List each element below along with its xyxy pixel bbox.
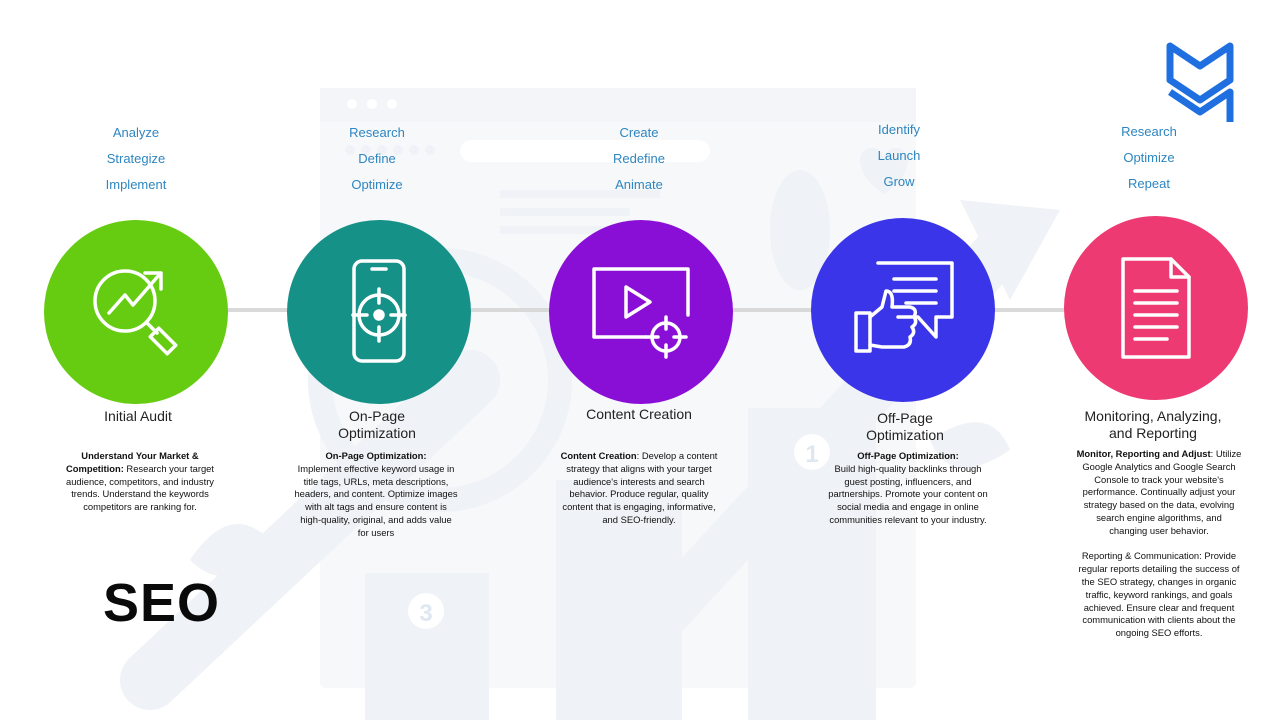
keyword: Redefine bbox=[612, 151, 666, 166]
step-title: Content Creation bbox=[586, 406, 692, 422]
desc-heading: Content Creation bbox=[560, 450, 637, 461]
off-page-circle bbox=[811, 218, 995, 402]
keyword: Strategize bbox=[106, 151, 166, 166]
content-creation-circle bbox=[549, 220, 733, 404]
desc-body: Research your target audience, competito… bbox=[66, 462, 214, 513]
desc-body: Build high-quality backlinks through gue… bbox=[828, 462, 988, 525]
growth-chart-magnifier-icon bbox=[93, 269, 178, 356]
step-description: Content Creation: Develop a content stra… bbox=[556, 450, 722, 527]
desc-body: : Utilize Google Analytics and Google Se… bbox=[1082, 448, 1242, 536]
mobile-target-icon bbox=[351, 259, 407, 363]
step-description: Off-Page Optimization:Build high-quality… bbox=[826, 450, 990, 527]
keyword: Define bbox=[358, 151, 396, 166]
podium-number-3: 3 bbox=[419, 600, 432, 627]
keyword: Animate bbox=[615, 177, 663, 192]
step-title: Off-Page Optimization bbox=[866, 410, 944, 443]
desc-body: Implement effective keyword usage in tit… bbox=[294, 462, 458, 538]
step-description: Monitor, Reporting and Adjust: Utilize G… bbox=[1076, 448, 1242, 640]
keyword: Identify bbox=[878, 122, 920, 137]
slide-title: SEO bbox=[103, 573, 221, 633]
keywords-content-creation: Create Redefine Animate bbox=[559, 120, 719, 198]
keyword: Repeat bbox=[1128, 176, 1170, 191]
step-description: On-Page Optimization:Implement effective… bbox=[294, 450, 458, 540]
keywords-monitoring: Research Optimize Repeat bbox=[1069, 119, 1229, 197]
keyword: Grow bbox=[883, 174, 915, 189]
keyword: Research bbox=[1121, 124, 1177, 139]
document-icon bbox=[1121, 257, 1191, 359]
desc-heading: On-Page Optimization: bbox=[325, 450, 427, 461]
on-page-circle bbox=[287, 220, 471, 404]
step-title: Initial Audit bbox=[104, 408, 172, 424]
step-title: On-Page Optimization bbox=[338, 408, 416, 441]
desc-heading: Understand Your Market & Competition: bbox=[66, 450, 199, 474]
keywords-initial-audit: Analyze Strategize Implement bbox=[56, 120, 216, 198]
desc-heading: Off-Page Optimization: bbox=[857, 450, 959, 461]
keyword: Create bbox=[619, 125, 659, 140]
keyword: Launch bbox=[877, 148, 921, 163]
desc-body: : Develop a content strategy that aligns… bbox=[562, 450, 718, 525]
chat-thumbs-up-icon bbox=[854, 261, 954, 353]
step-title: Monitoring, Analyzing, and Reporting bbox=[1084, 408, 1222, 441]
keyword: Optimize bbox=[1123, 150, 1175, 165]
keyword: Research bbox=[349, 125, 405, 140]
video-target-icon bbox=[592, 267, 690, 359]
step-description: Understand Your Market & Competition: Re… bbox=[58, 450, 222, 514]
keyword: Implement bbox=[105, 177, 167, 192]
podium-number-1: 1 bbox=[805, 441, 818, 468]
initial-audit-circle bbox=[44, 220, 228, 404]
keyword: Analyze bbox=[112, 125, 160, 140]
keyword: Optimize bbox=[351, 177, 403, 192]
monitoring-circle bbox=[1064, 216, 1248, 400]
desc-heading: Monitor, Reporting and Adjust bbox=[1076, 448, 1211, 459]
keywords-off-page: Identify Launch Grow bbox=[819, 117, 979, 195]
keywords-on-page: Research Define Optimize bbox=[297, 120, 457, 198]
company-logo bbox=[1166, 42, 1234, 122]
desc-body-2: Reporting & Communication: Provide regul… bbox=[1078, 550, 1240, 639]
